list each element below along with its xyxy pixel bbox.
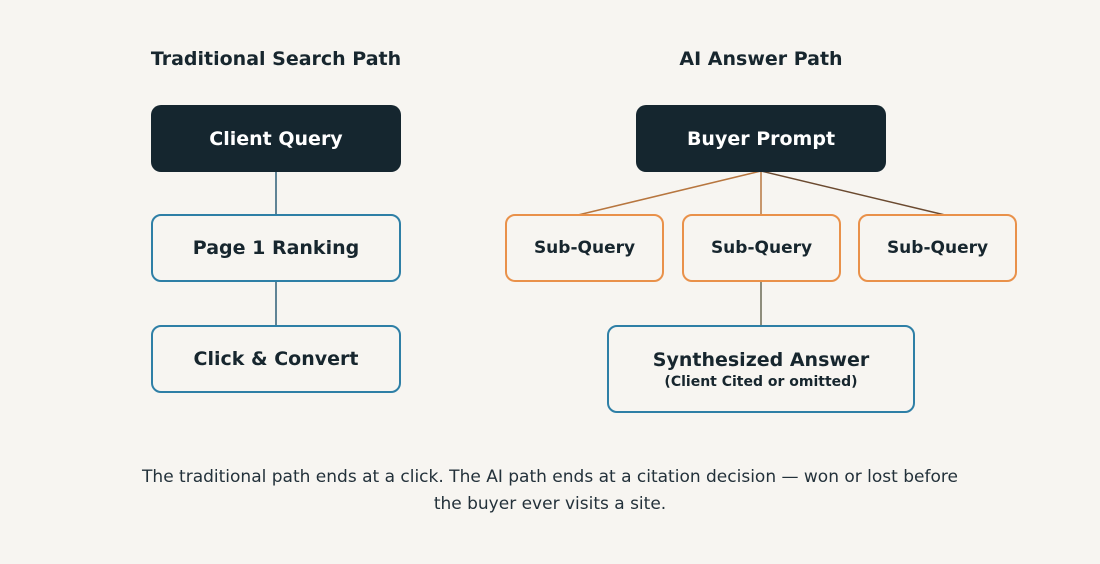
- click-convert-label: Click & Convert: [193, 348, 359, 370]
- sub-query-label-1: Sub-Query: [533, 238, 636, 258]
- buyer-prompt-label: Buyer Prompt: [686, 127, 836, 150]
- diagram-caption: The traditional path ends at a click. Th…: [100, 464, 1000, 518]
- connector-prompt-subquery-1: [577, 170, 762, 216]
- synthesized-answer-node: Synthesized Answer (Client Cited or omit…: [607, 325, 915, 413]
- buyer-prompt-node: Buyer Prompt: [636, 105, 886, 172]
- sub-query-node-2: Sub-Query: [682, 214, 841, 282]
- ai-path-title: AI Answer Path: [679, 48, 843, 70]
- client-query-label: Client Query: [209, 127, 343, 150]
- sub-query-label-3: Sub-Query: [886, 238, 989, 258]
- client-query-node: Client Query: [151, 105, 401, 172]
- sub-query-label-2: Sub-Query: [710, 238, 813, 258]
- caption-line-1: The traditional path ends at a click. Th…: [142, 467, 958, 487]
- synthesized-answer-label: Synthesized Answer: [652, 348, 870, 371]
- page-ranking-node: Page 1 Ranking: [151, 214, 401, 282]
- caption-line-2: the buyer ever visits a site.: [433, 494, 667, 514]
- traditional-path-title: Traditional Search Path: [150, 48, 402, 70]
- synthesized-answer-note: (Client Cited or omitted): [664, 373, 858, 390]
- connector-prompt-subquery-3: [760, 170, 946, 216]
- sub-query-node-1: Sub-Query: [505, 214, 664, 282]
- sub-query-node-3: Sub-Query: [858, 214, 1017, 282]
- page-ranking-label: Page 1 Ranking: [192, 237, 360, 259]
- click-convert-node: Click & Convert: [151, 325, 401, 393]
